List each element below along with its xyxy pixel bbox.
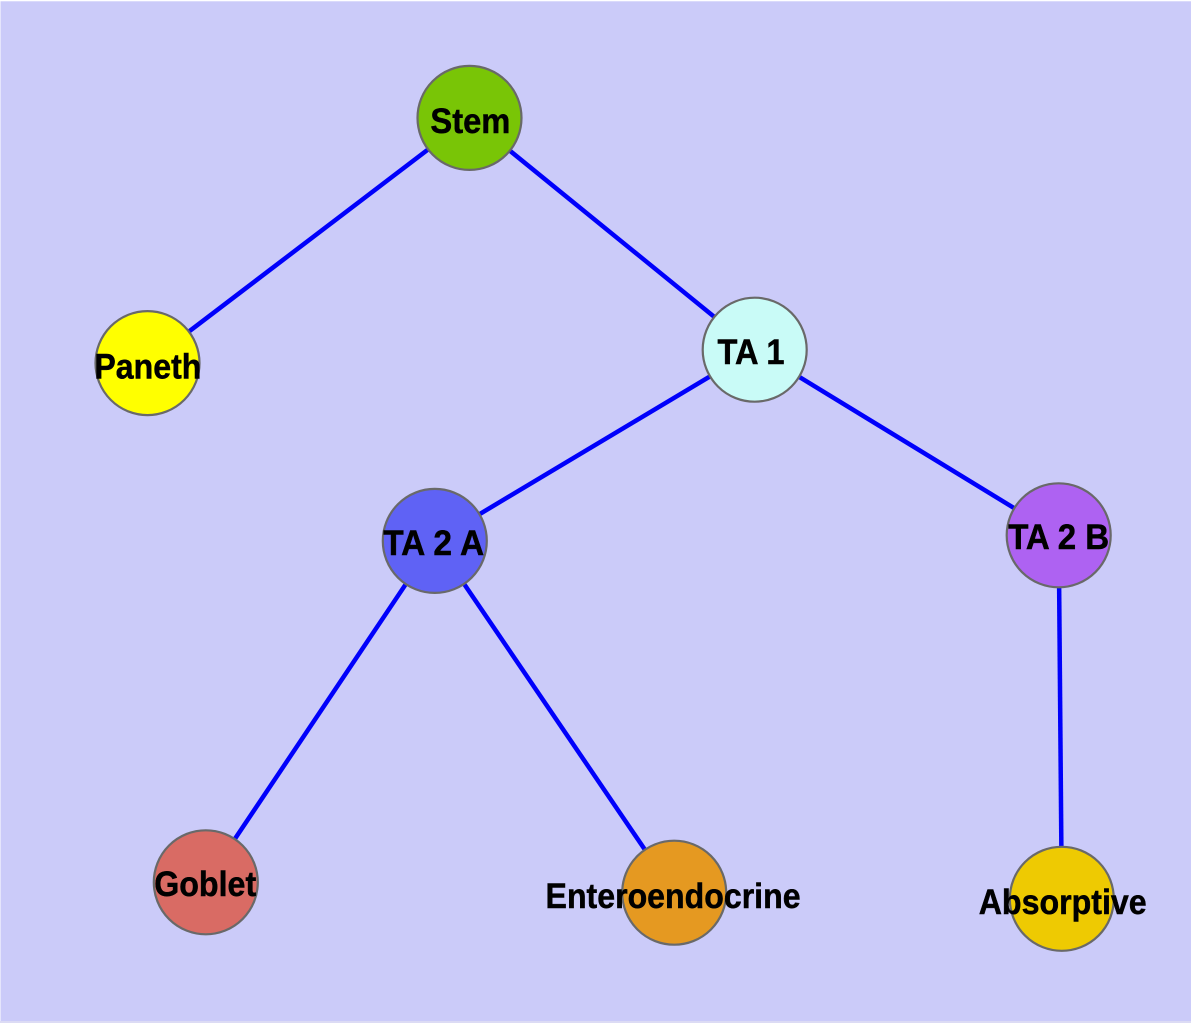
svg-text:Absorptive: Absorptive (979, 882, 1147, 922)
svg-text:TA 2 B: TA 2 B (1008, 517, 1109, 557)
svg-text:Paneth: Paneth (94, 346, 201, 386)
svg-text:TA 2 A: TA 2 A (383, 523, 484, 563)
svg-text:Stem: Stem (430, 101, 510, 141)
svg-text:TA 1: TA 1 (718, 332, 785, 372)
svg-text:Goblet: Goblet (154, 864, 256, 904)
svg-text:Enteroendocrine: Enteroendocrine (546, 876, 801, 916)
